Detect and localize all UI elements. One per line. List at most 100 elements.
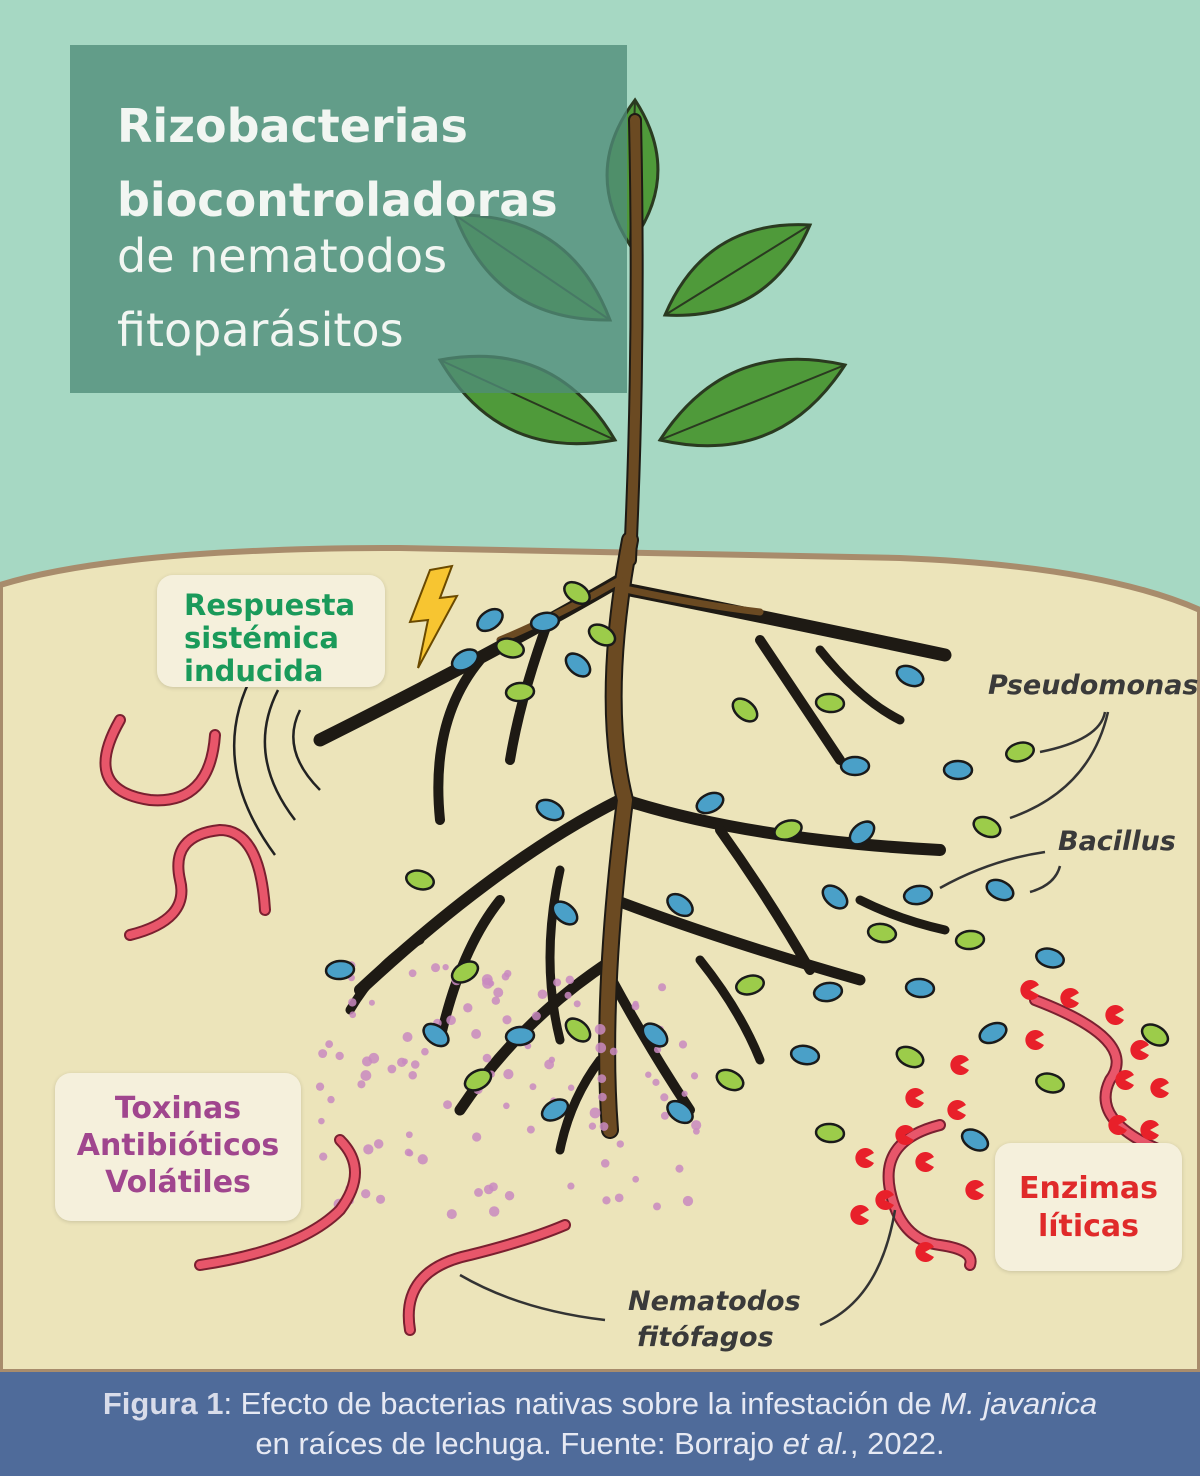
leaf-vein: [659, 364, 846, 441]
toxin-dot: [401, 1058, 408, 1065]
bacillus-cell: [960, 1128, 990, 1152]
toxin-dot: [598, 1092, 607, 1102]
root-outline: [433, 655, 485, 825]
enzyme-icon: [1140, 1120, 1159, 1140]
toxin-dot: [446, 1015, 456, 1026]
toxin-dot: [431, 963, 441, 973]
pseudomonas-cell: [405, 869, 435, 891]
bacillus-cell: [476, 607, 504, 633]
nematode: [884, 1121, 975, 1269]
root-core: [626, 586, 764, 616]
pseudomonas-cell: [450, 960, 480, 984]
enzyme-icon: [1130, 1040, 1149, 1060]
pseudomonas-label: Pseudomonas: [988, 670, 1199, 701]
enzyme-icon: [915, 1152, 934, 1172]
root-outline: [695, 955, 765, 1065]
enzyme-icon: [1108, 1115, 1127, 1135]
bacillus-cell: [535, 798, 565, 822]
pseudomonas-cell: [463, 1068, 493, 1092]
toxin-dot: [609, 1047, 618, 1056]
toxin-dot: [357, 1080, 366, 1089]
toxin-dot: [493, 987, 504, 998]
toxin-dot: [548, 1056, 556, 1064]
toxin-dot: [402, 1031, 413, 1042]
pseudomonas-cell: [814, 1122, 846, 1144]
bacillus-cell: [666, 1099, 694, 1125]
caption-text: , 2022.: [849, 1426, 945, 1461]
toxin-dot: [653, 1045, 662, 1054]
signal-waves: [232, 669, 321, 856]
toxin-dot: [363, 1144, 374, 1155]
pseudomonas-cell: [814, 692, 846, 714]
toxin-dot: [335, 1051, 344, 1061]
arrows: [459, 711, 1110, 1327]
root-outline: [435, 895, 505, 1045]
toxin-dot: [442, 964, 449, 971]
toxin-dot: [318, 1049, 328, 1059]
root-outline: [607, 975, 695, 1115]
toxin-dot: [463, 1003, 473, 1013]
bacillus-cell: [564, 652, 592, 678]
enzymes-line: Enzimas: [1019, 1171, 1158, 1206]
toxin-dot: [325, 1040, 334, 1049]
toxin-dot: [502, 1015, 512, 1025]
enzyme-icon: [1150, 1078, 1169, 1098]
bacillus-cell: [902, 884, 934, 906]
bacillus-cell: [812, 981, 844, 1003]
caption-figure-number: Figura 1: [102, 1386, 224, 1421]
bacillus-cell: [504, 1025, 536, 1047]
enzyme-icon: [1115, 1070, 1134, 1090]
caption-species: M. javanica: [940, 1386, 1098, 1421]
pseudomonas-cell: [1005, 741, 1035, 763]
bacillus-cell: [895, 664, 925, 688]
pseudomonas-cell: [564, 1017, 592, 1043]
bacillus-cell: [540, 1098, 570, 1122]
toxin-dot: [405, 1131, 413, 1139]
pseudomonas-cell: [587, 623, 617, 647]
enzyme-icon: [875, 1190, 894, 1210]
root-outline: [609, 894, 866, 986]
toxin-dot: [360, 1070, 372, 1081]
toxin-dot: [660, 1111, 669, 1120]
title-line-2: biocontroladoras: [117, 173, 558, 227]
pseudomonas-cell: [563, 580, 591, 606]
pseudomonas-cell: [735, 974, 765, 996]
toxins-line: Volátiles: [105, 1165, 251, 1200]
figure-caption: Figura 1: Efecto de bacterias nativas so…: [0, 1372, 1200, 1476]
caption-text: en raíces de lechuga. Fuente: Borrajo: [255, 1426, 783, 1461]
bacillus-cell: [1035, 947, 1065, 969]
toxin-dot: [421, 1047, 429, 1056]
toxin-dot: [599, 1122, 609, 1131]
isr-line: sistémica: [184, 621, 339, 655]
root-outline: [815, 645, 905, 725]
toxin-dot: [681, 1090, 688, 1097]
bacillus-cell: [666, 892, 694, 918]
toxin-dot: [573, 1000, 581, 1008]
toxin-dot: [632, 1175, 640, 1183]
title-line-3: de nematodos: [117, 229, 448, 283]
enzyme-icon: [1020, 980, 1039, 1000]
toxin-dot: [361, 1189, 371, 1199]
isr-label: Respuesta sistémica inducida: [157, 575, 385, 688]
bacillus-cell: [821, 884, 849, 910]
toxin-dot: [691, 1120, 702, 1131]
enzyme-icon: [1025, 1030, 1044, 1050]
pseudomonas-cell: [1140, 1023, 1170, 1047]
enzyme-icon: [950, 1055, 969, 1075]
enzyme-icon: [965, 1180, 984, 1200]
toxin-dot: [602, 1196, 611, 1205]
toxin-dot: [404, 1148, 413, 1157]
title-box: Rizobacterias biocontroladoras de nemato…: [70, 45, 627, 393]
pseudomonas-cell: [731, 697, 759, 723]
toxin-dot: [595, 1042, 607, 1054]
toxin-dot: [564, 991, 572, 999]
toxin-dot: [503, 1069, 514, 1080]
toxin-dot: [645, 1071, 652, 1078]
toxin-dot: [660, 1093, 669, 1102]
bacillus-cell: [789, 1044, 821, 1066]
toxin-dot: [488, 1206, 500, 1217]
toxin-dot: [658, 983, 667, 992]
enzyme-icon: [947, 1100, 966, 1120]
toxin-dot: [319, 1152, 328, 1161]
caption-text: : Efecto de bacterias nativas sobre la i…: [223, 1386, 941, 1421]
